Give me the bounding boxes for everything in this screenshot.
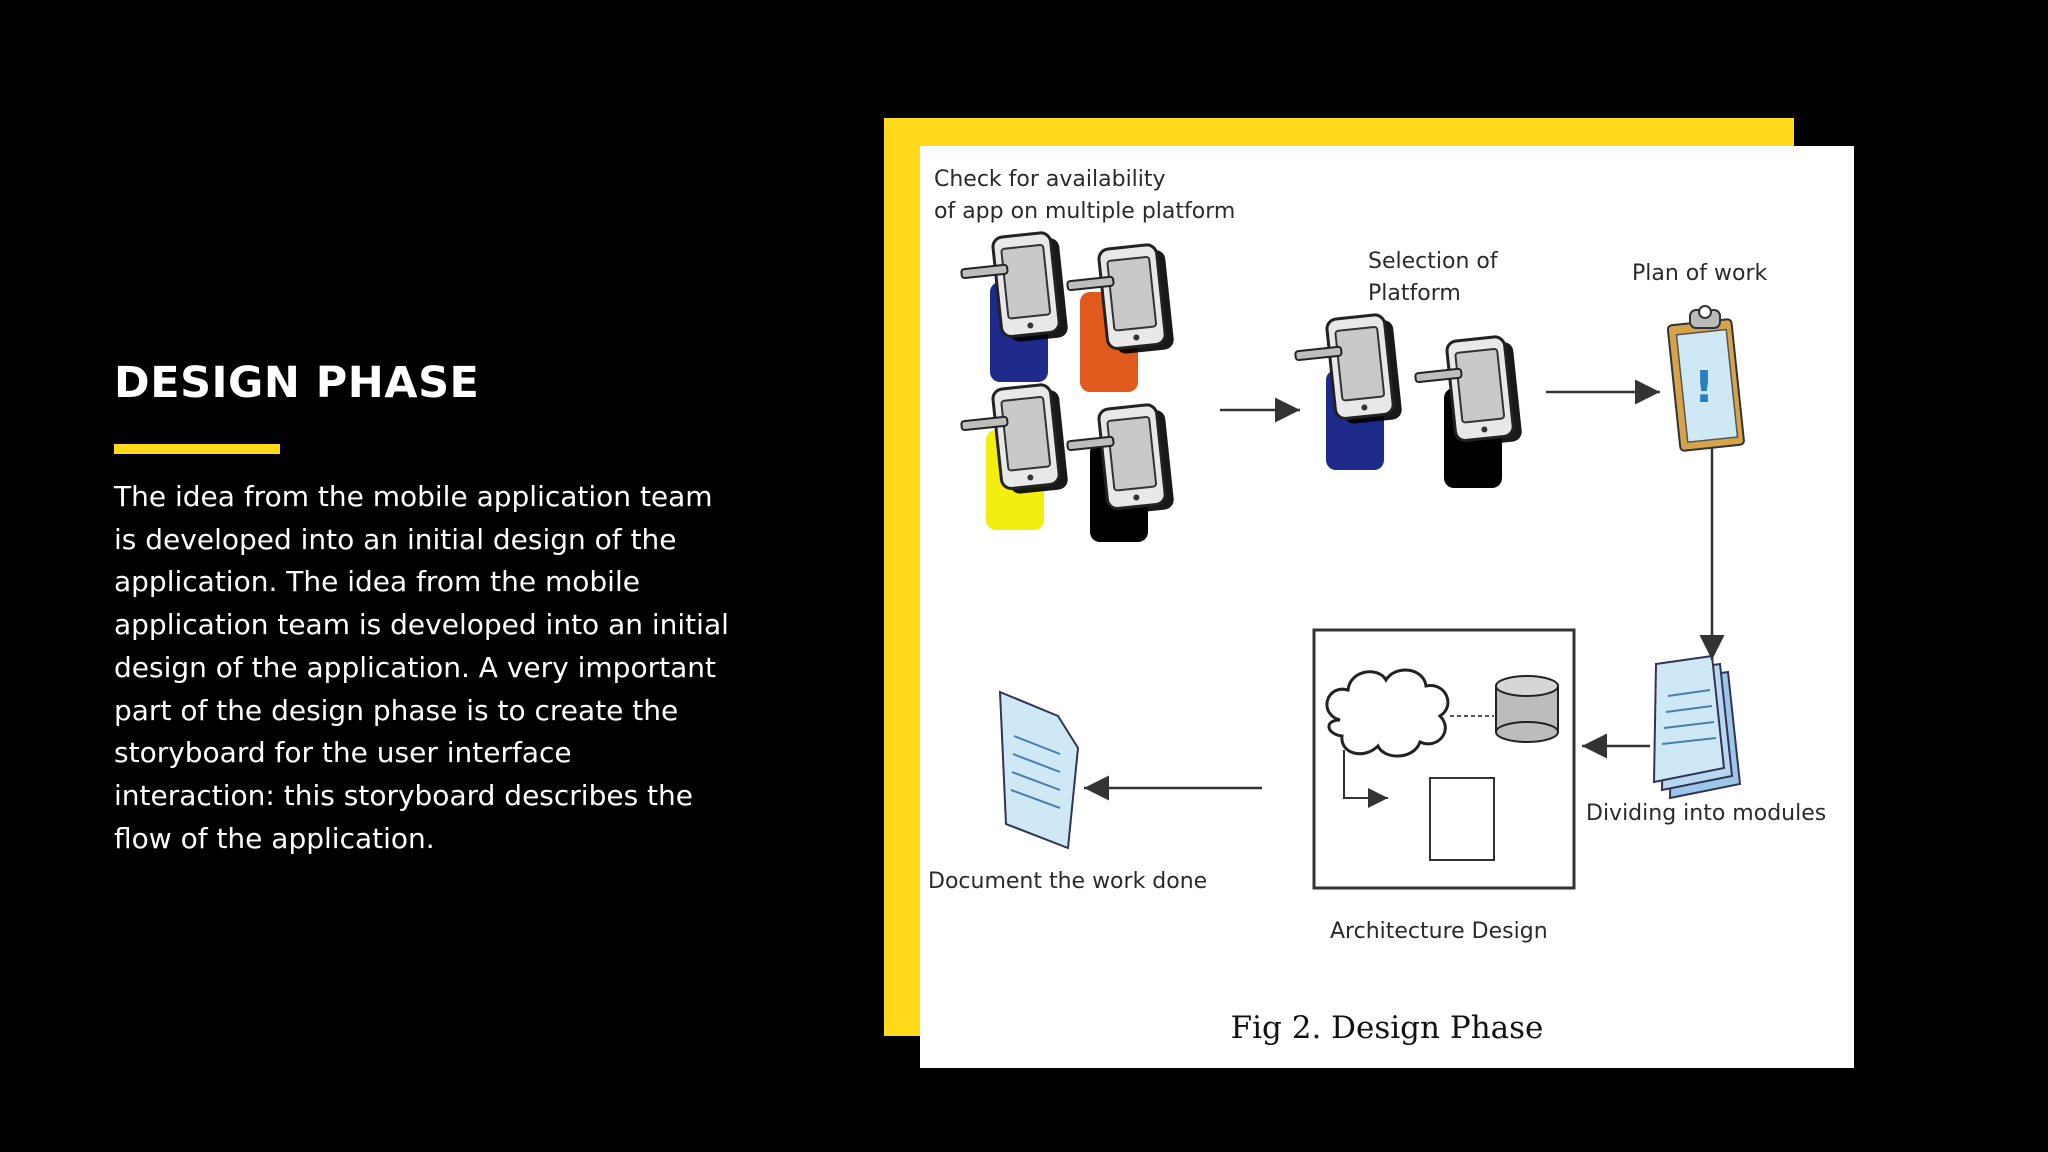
cloud-icon <box>1327 670 1448 756</box>
label-document: Document the work done <box>928 866 1207 898</box>
svg-text:!: ! <box>1694 362 1714 413</box>
tablet-group-check <box>958 231 1175 542</box>
label-dividing: Dividing into modules <box>1586 798 1826 830</box>
title-underline <box>114 444 280 454</box>
label-check: Check for availability of app on multipl… <box>934 164 1235 228</box>
design-phase-figure: ! <box>920 146 1854 1068</box>
database-icon <box>1496 676 1558 742</box>
tablet-group-selection <box>1292 313 1523 488</box>
label-plan: Plan of work <box>1632 258 1767 290</box>
figure-caption: Fig 2. Design Phase <box>920 1010 1854 1046</box>
clipboard-icon: ! <box>1667 306 1744 451</box>
stacked-documents-icon <box>1654 656 1740 798</box>
slide-title: DESIGN PHASE <box>114 362 479 405</box>
architecture-box <box>1314 630 1574 888</box>
label-selection: Selection of Platform <box>1368 246 1498 310</box>
label-architecture: Architecture Design <box>1330 916 1548 948</box>
body-paragraph: The idea from the mobile application tea… <box>114 476 734 860</box>
document-icon <box>1000 692 1078 848</box>
